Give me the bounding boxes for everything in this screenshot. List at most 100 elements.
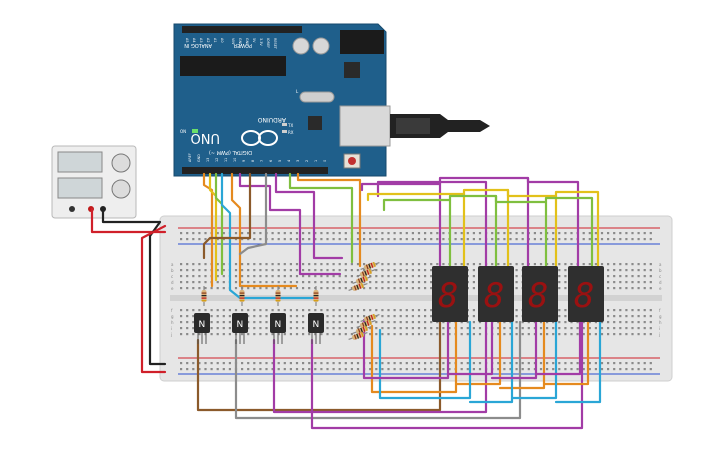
transistor-1[interactable]: N [194, 313, 210, 333]
breadboard-hole[interactable] [613, 327, 616, 330]
breadboard-hole[interactable] [259, 263, 262, 266]
breadboard-hole[interactable] [363, 309, 366, 312]
breadboard-hole[interactable] [424, 309, 427, 312]
wire[interactable] [468, 320, 514, 404]
breadboard-hole[interactable] [594, 232, 597, 235]
breadboard-hole[interactable] [253, 238, 256, 241]
breadboard-hole[interactable] [399, 238, 402, 241]
breadboard-hole[interactable] [393, 263, 396, 266]
transistor-3[interactable]: N [270, 313, 286, 333]
breadboard-hole[interactable] [643, 368, 646, 371]
breadboard-hole[interactable] [320, 287, 323, 290]
breadboard-hole[interactable] [424, 232, 427, 235]
breadboard-hole[interactable] [564, 238, 567, 241]
breadboard-hole[interactable] [216, 275, 219, 278]
breadboard-hole[interactable] [631, 333, 634, 336]
breadboard-hole[interactable] [515, 333, 518, 336]
breadboard-hole[interactable] [430, 362, 433, 365]
breadboard-hole[interactable] [430, 263, 433, 266]
breadboard-hole[interactable] [564, 275, 567, 278]
breadboard-hole[interactable] [265, 275, 268, 278]
breadboard-hole[interactable] [295, 333, 299, 336]
breadboard-hole[interactable] [600, 232, 604, 235]
breadboard-hole[interactable] [375, 368, 378, 371]
breadboard-hole[interactable] [344, 238, 347, 241]
breadboard-hole[interactable] [491, 263, 494, 266]
breadboard-hole[interactable] [192, 275, 195, 278]
breadboard-hole[interactable] [265, 327, 268, 330]
wire[interactable] [378, 320, 472, 400]
breadboard-hole[interactable] [546, 327, 549, 330]
breadboard-hole[interactable] [265, 263, 268, 266]
breadboard-hole[interactable] [570, 232, 573, 235]
wire[interactable] [234, 320, 522, 420]
breadboard-hole[interactable] [344, 321, 347, 324]
breadboard-hole[interactable] [643, 315, 646, 318]
breadboard-hole[interactable] [350, 368, 353, 371]
breadboard-hole[interactable] [631, 321, 634, 324]
breadboard-hole[interactable] [241, 362, 244, 365]
wire[interactable] [272, 320, 488, 414]
breadboard-hole[interactable] [424, 263, 427, 266]
breadboard-hole[interactable] [332, 321, 335, 324]
breadboard-hole[interactable] [619, 309, 622, 312]
breadboard-hole[interactable] [338, 238, 341, 241]
wire[interactable] [274, 172, 344, 260]
breadboard-hole[interactable] [314, 368, 317, 371]
breadboard-hole[interactable] [570, 321, 573, 324]
breadboard-hole[interactable] [180, 327, 183, 330]
breadboard-hole[interactable] [369, 287, 372, 290]
breadboard-hole[interactable] [222, 327, 225, 330]
breadboard-hole[interactable] [442, 232, 445, 235]
breadboard-hole[interactable] [253, 263, 256, 266]
wire[interactable] [494, 194, 548, 268]
breadboard-hole[interactable] [637, 362, 640, 365]
breadboard-hole[interactable] [466, 263, 469, 266]
breadboard-hole[interactable] [613, 263, 616, 266]
breadboard-hole[interactable] [613, 362, 616, 365]
breadboard-hole[interactable] [613, 309, 616, 312]
breadboard-hole[interactable] [607, 287, 610, 290]
breadboard-hole[interactable] [576, 368, 579, 371]
breadboard-hole[interactable] [198, 263, 201, 266]
breadboard-hole[interactable] [643, 238, 646, 241]
wire[interactable] [526, 176, 580, 268]
breadboard-hole[interactable] [643, 321, 646, 324]
breadboard-hole[interactable] [405, 263, 408, 266]
breadboard-hole[interactable] [198, 368, 201, 371]
breadboard-hole[interactable] [600, 333, 604, 336]
breadboard-hole[interactable] [564, 327, 567, 330]
breadboard-hole[interactable] [442, 368, 445, 371]
breadboard-hole[interactable] [497, 327, 500, 330]
breadboard-hole[interactable] [216, 362, 219, 365]
breadboard-hole[interactable] [186, 321, 189, 324]
breadboard-hole[interactable] [210, 368, 213, 371]
breadboard-hole[interactable] [405, 321, 408, 324]
breadboard-hole[interactable] [234, 309, 238, 312]
breadboard-hole[interactable] [302, 333, 305, 336]
breadboard-hole[interactable] [356, 362, 360, 365]
breadboard-hole[interactable] [204, 263, 207, 266]
breadboard-hole[interactable] [283, 269, 286, 272]
breadboard-hole[interactable] [417, 309, 421, 312]
breadboard-hole[interactable] [430, 269, 433, 272]
breadboard-hole[interactable] [600, 362, 604, 365]
breadboard-hole[interactable] [295, 327, 299, 330]
breadboard-hole[interactable] [539, 238, 543, 241]
breadboard-hole[interactable] [411, 315, 414, 318]
breadboard-hole[interactable] [338, 333, 341, 336]
breadboard-hole[interactable] [204, 269, 207, 272]
breadboard-hole[interactable] [369, 309, 372, 312]
breadboard-hole[interactable] [186, 269, 189, 272]
breadboard-hole[interactable] [558, 287, 561, 290]
breadboard-hole[interactable] [576, 333, 579, 336]
breadboard-hole[interactable] [320, 362, 323, 365]
breadboard-hole[interactable] [308, 309, 311, 312]
breadboard-hole[interactable] [216, 333, 219, 336]
breadboard-hole[interactable] [424, 238, 427, 241]
breadboard-hole[interactable] [539, 333, 543, 336]
breadboard-hole[interactable] [332, 287, 335, 290]
breadboard-hole[interactable] [454, 232, 457, 235]
breadboard-hole[interactable] [625, 281, 628, 284]
